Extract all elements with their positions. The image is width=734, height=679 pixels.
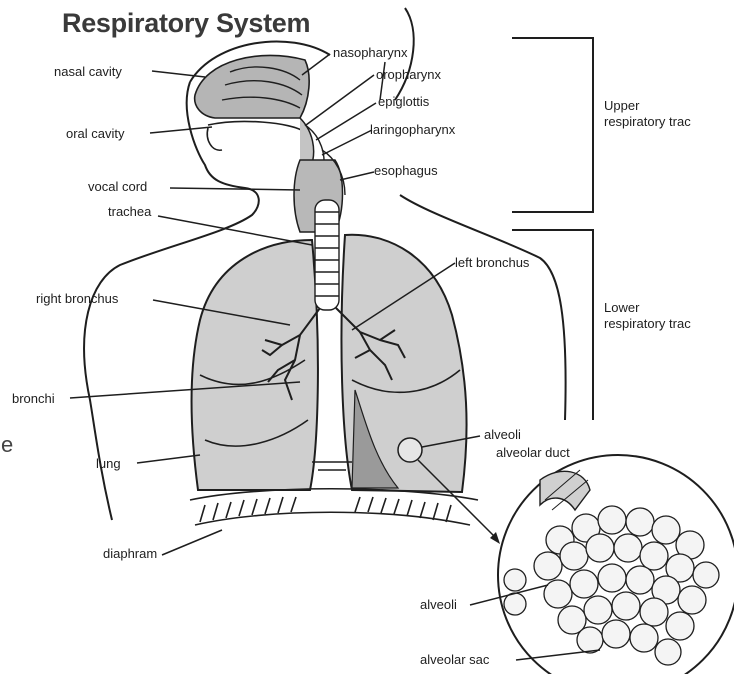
- label-bronchi: bronchi: [12, 392, 55, 405]
- trachea-rings: [315, 200, 339, 310]
- diagram-title: Respiratory System: [62, 8, 310, 39]
- label-alveolar-sac: alveolar sac: [420, 653, 489, 666]
- label-vocal-cord: vocal cord: [88, 180, 147, 193]
- label-trachea: trachea: [108, 205, 151, 218]
- label-alveolar-duct: alveolar duct: [496, 446, 570, 459]
- label-alveoli-lower: alveoli: [420, 598, 457, 611]
- region-lower-line2: respiratory trac: [604, 316, 691, 332]
- region-lower-respiratory: Lower respiratory trac: [604, 300, 691, 333]
- label-nasal-cavity: nasal cavity: [54, 65, 122, 78]
- region-lower-line1: Lower: [604, 300, 691, 316]
- region-upper-line1: Upper: [604, 98, 691, 114]
- region-brackets: [512, 38, 593, 420]
- label-nasopharynx: nasopharynx: [333, 46, 407, 59]
- label-oral-cavity: oral cavity: [66, 127, 125, 140]
- region-upper-line2: respiratory trac: [604, 114, 691, 130]
- label-right-bronchus: right bronchus: [36, 292, 118, 305]
- label-esophagus: esophagus: [374, 164, 438, 177]
- label-left-bronchus: left bronchus: [455, 256, 529, 269]
- label-epiglottis: epiglottis: [378, 95, 429, 108]
- stray-character: e: [1, 432, 13, 458]
- label-oropharynx: oropharynx: [376, 68, 441, 81]
- region-upper-respiratory: Upper respiratory trac: [604, 98, 691, 131]
- label-alveoli-upper: alveoli: [484, 428, 521, 441]
- label-lung: lung: [96, 457, 121, 470]
- label-laringopharynx: laringopharynx: [370, 123, 455, 136]
- label-diaphram: diaphram: [103, 547, 157, 560]
